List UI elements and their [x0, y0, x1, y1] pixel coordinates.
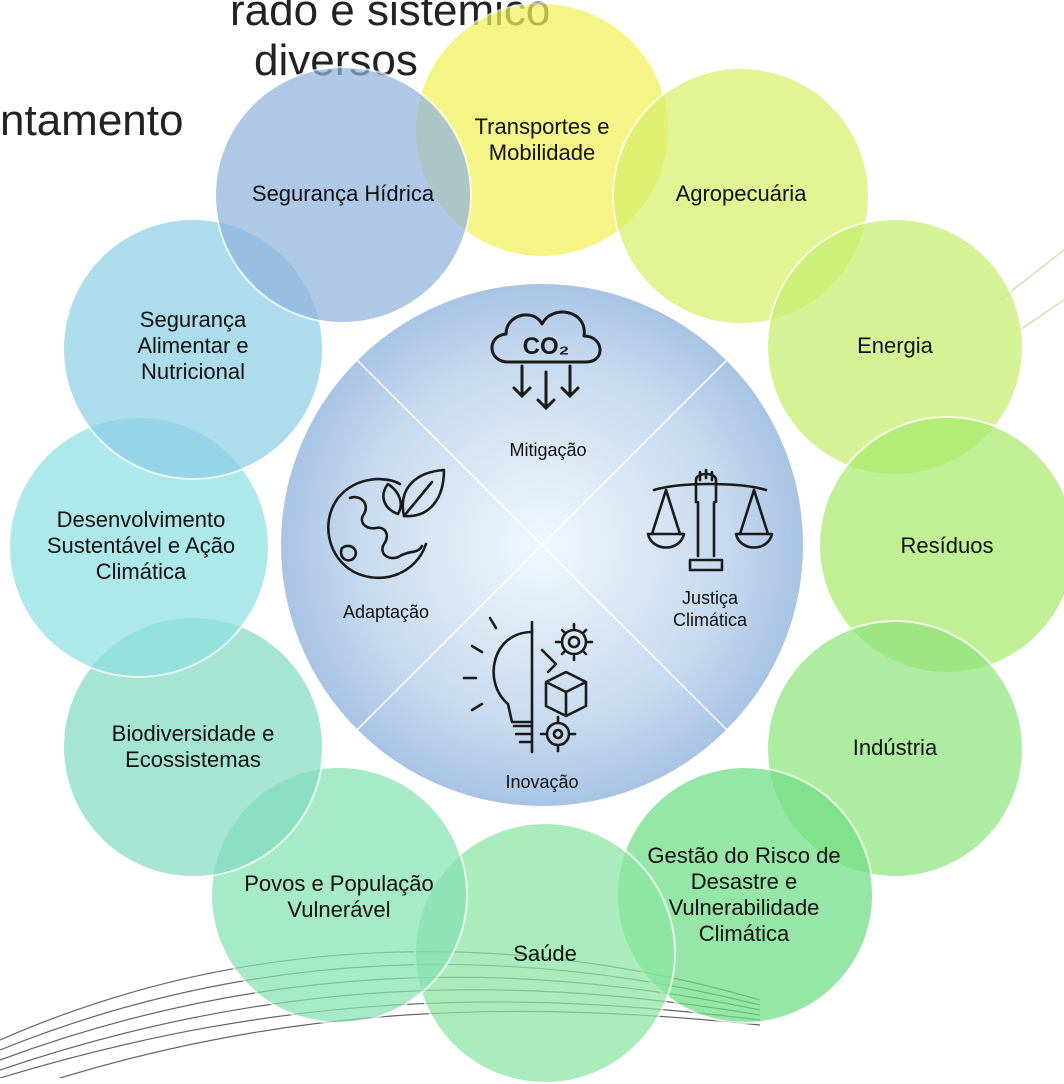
label-agropecuaria: Agropecuária	[675, 181, 807, 207]
label-transportes: Transportes e Mobilidade	[474, 114, 610, 165]
label-biodiversidade: Biodiversidade e Ecossistemas	[111, 721, 275, 772]
innovation-bulb-gears-icon	[462, 616, 594, 754]
label-energia: Energia	[857, 333, 933, 359]
label-saude: Saúde	[513, 941, 577, 967]
circle-seg-alimentar[interactable]	[62, 218, 324, 480]
label-seg-alimentar: Segurança Alimentar e Nutricional	[137, 307, 249, 384]
header-line-3: ntamento	[0, 96, 184, 145]
globe-leaf-icon	[327, 468, 446, 580]
circle-seg-hidrica[interactable]	[214, 66, 472, 324]
label-gestao: Gestão do Risco de Desastre e Vulnerabil…	[647, 843, 841, 946]
label-inovacao: Inovação	[505, 772, 579, 792]
label-seg-hidrica: Segurança Hídrica	[251, 181, 435, 207]
justice-scale-icon	[646, 468, 774, 572]
label-industria: Indústria	[852, 735, 938, 761]
label-mitigacao: Mitigação	[509, 440, 587, 460]
label-justica: Justiça Climática	[672, 588, 747, 630]
label-povos: Povos e População Vulnerável	[244, 871, 434, 922]
label-adaptacao: Adaptação	[342, 602, 430, 622]
label-desenvolvimento: Desenvolvimento Sustentável e Ação Climá…	[46, 507, 236, 584]
co2-text: CO₂	[523, 333, 570, 360]
co2-cloud-icon: CO₂	[490, 310, 602, 411]
label-residuos: Resíduos	[900, 533, 994, 559]
